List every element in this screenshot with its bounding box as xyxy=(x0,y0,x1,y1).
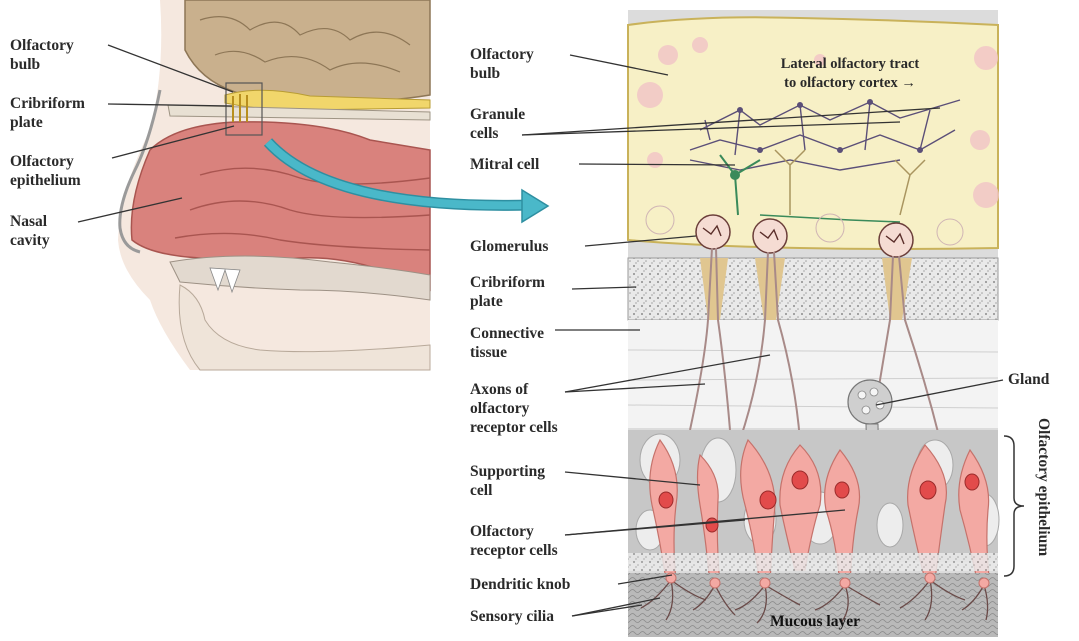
label-mucous-layer: Mucous layer xyxy=(720,612,910,631)
label-supporting-cell: Supporting cell xyxy=(470,462,545,500)
label-lateral-olfactory-tract: Lateral olfactory tract to olfactory cor… xyxy=(735,55,965,93)
label-olfactory-epithelium-vertical: Olfactory epithelium xyxy=(1034,418,1052,556)
label-sensory-cilia: Sensory cilia xyxy=(470,607,554,626)
label-left-olfactory-epithelium: Olfactory epithelium xyxy=(10,152,81,190)
head-section xyxy=(118,0,430,370)
label-glomerulus: Glomerulus xyxy=(470,237,548,256)
label-right-cribriform-plate: Cribriform plate xyxy=(470,273,545,311)
label-left-cribriform-plate: Cribriform plate xyxy=(10,94,85,132)
label-receptor-cells: Olfactory receptor cells xyxy=(470,522,558,560)
detail-panel xyxy=(628,10,999,637)
right-olfactory-bulb xyxy=(628,17,998,249)
label-granule-cells: Granule cells xyxy=(470,105,525,143)
label-right-olfactory-bulb: Olfactory bulb xyxy=(470,45,534,83)
brain-region xyxy=(185,0,430,102)
label-gland: Gland xyxy=(1008,370,1049,389)
label-mitral-cell: Mitral cell xyxy=(470,155,539,174)
label-axons: Axons of olfactory receptor cells xyxy=(470,380,558,437)
label-connective-tissue: Connective tissue xyxy=(470,324,544,362)
epithelium-bracket xyxy=(1004,436,1024,576)
label-left-olfactory-bulb: Olfactory bulb xyxy=(10,36,74,74)
label-left-nasal-cavity: Nasal cavity xyxy=(10,212,50,250)
label-dendritic-knob: Dendritic knob xyxy=(470,575,570,594)
